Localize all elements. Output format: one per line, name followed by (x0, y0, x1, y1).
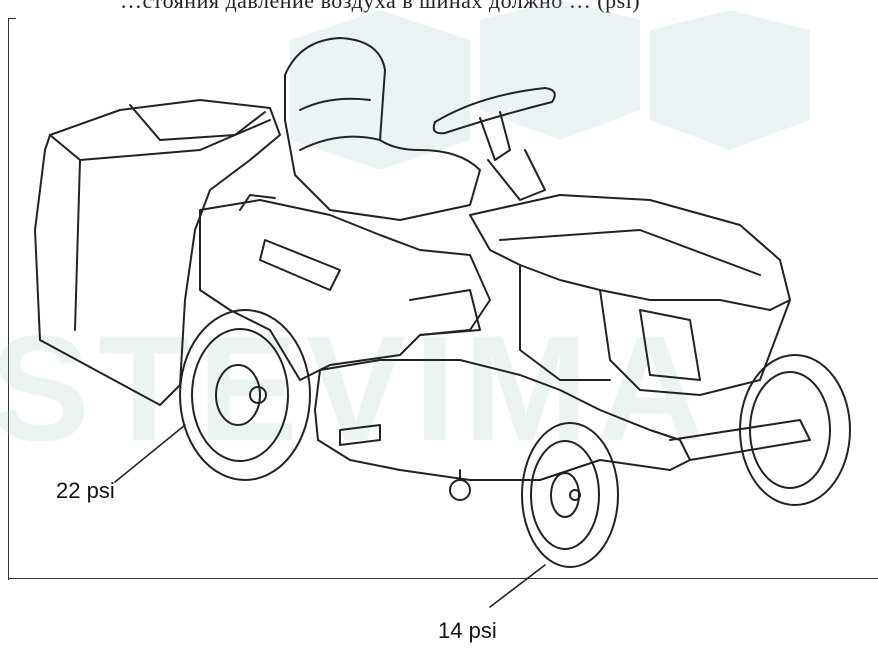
leader-line-front (489, 564, 546, 608)
callout-rear-wheel-pressure: 22 psi (56, 478, 115, 503)
front-wheel (521, 422, 619, 568)
watermark: STEVIMA (0, 0, 810, 472)
cropped-header-text: …стояния давление воздуха в шинах должно… (120, 0, 641, 13)
figure-frame-top (8, 18, 16, 19)
far-rear-wheel (739, 354, 851, 506)
chassis (199, 194, 491, 381)
grass-collector (34, 99, 281, 406)
callout-front-wheel-pressure: 14 psi (438, 618, 497, 643)
hood (469, 194, 791, 396)
steering-wheel (432, 87, 556, 201)
figure-frame-bottom (8, 578, 878, 579)
figure-frame-left (8, 18, 9, 580)
rear-wheel (179, 309, 311, 481)
seat (284, 37, 481, 221)
cutting-deck (314, 359, 811, 501)
leader-line-rear (114, 424, 186, 483)
